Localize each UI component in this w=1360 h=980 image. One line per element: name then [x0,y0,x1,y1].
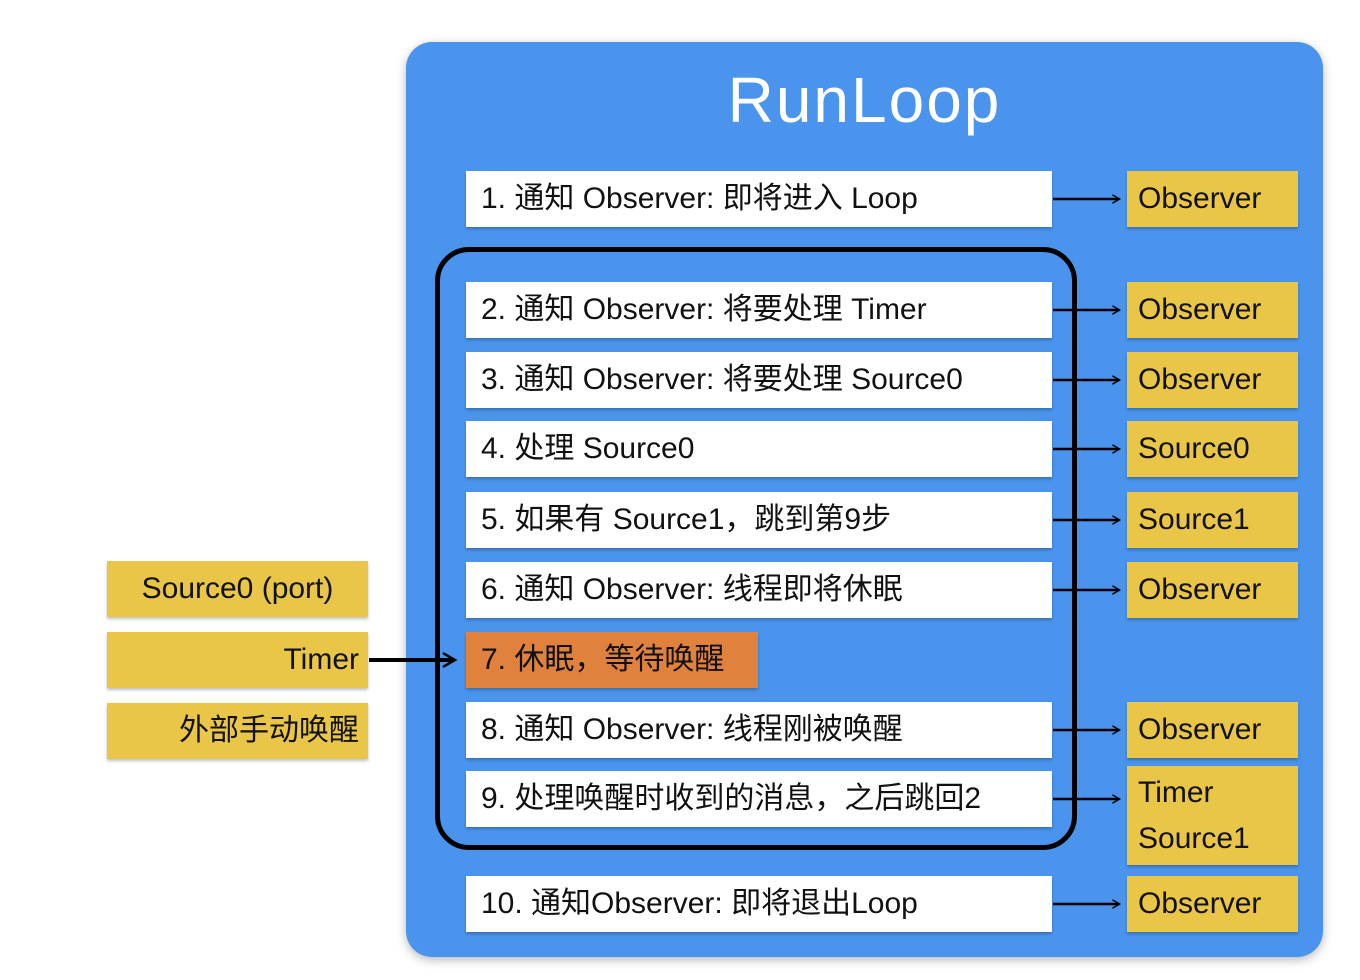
diagram-title: RunLoop [727,64,1002,136]
target-box-step-3: Observer [1127,352,1298,408]
step-box-7: 7. 休眠，等待唤醒 [466,632,758,688]
wakeup-source-box-2: Timer [107,632,368,688]
step-box-8: 8. 通知 Observer: 线程刚被唤醒 [466,702,1052,758]
wakeup-source-box-3: 外部手动唤醒 [107,703,368,759]
target-box-step-4: Source0 [1127,421,1298,477]
target-box-step-2: Observer [1127,282,1298,338]
target-label: Timer [1138,776,1214,809]
step-box-4: 4. 处理 Source0 [466,421,1052,477]
step-box-2: 2. 通知 Observer: 将要处理 Timer [466,282,1052,338]
step-box-9: 9. 处理唤醒时收到的消息，之后跳回2 [466,771,1052,827]
target-box-step-6: Observer [1127,562,1298,618]
wakeup-source-box-1: Source0 (port) [107,561,368,617]
step-box-6: 6. 通知 Observer: 线程即将休眠 [466,562,1052,618]
step-box-5: 5. 如果有 Source1，跳到第9步 [466,492,1052,548]
target-box-step-1: Observer [1127,171,1298,227]
step-box-10: 10. 通知Observer: 即将退出Loop [466,876,1052,932]
target-box-step-8: Observer [1127,702,1298,758]
step-box-1: 1. 通知 Observer: 即将进入 Loop [466,171,1052,227]
target-box-step-5: Source1 [1127,492,1298,548]
loop-boundary [435,247,1077,850]
target-box-step-10: Observer [1127,876,1298,932]
target-label: Source1 [1138,822,1250,855]
step-box-3: 3. 通知 Observer: 将要处理 Source0 [466,352,1052,408]
